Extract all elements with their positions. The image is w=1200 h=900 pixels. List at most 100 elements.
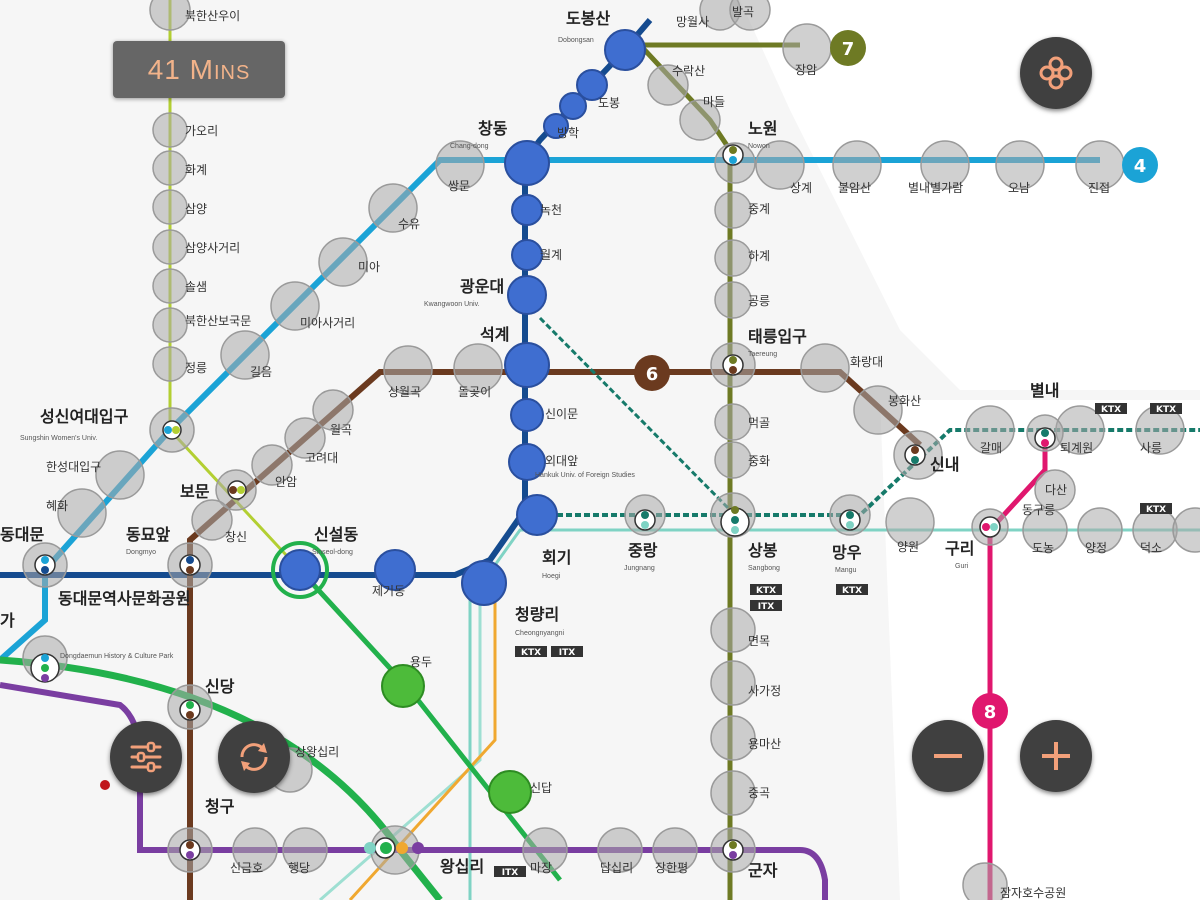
svg-text:신당: 신당 [205, 677, 235, 696]
svg-text:용마산: 용마산 [748, 737, 781, 751]
svg-text:KTX: KTX [521, 648, 541, 658]
svg-text:Hankuk Univ. of Foreign Studie: Hankuk Univ. of Foreign Studies [535, 472, 635, 479]
svg-text:답십리: 답십리 [600, 861, 633, 875]
svg-text:Jungnang: Jungnang [624, 565, 655, 572]
line-badge-8[interactable]: 8 [972, 693, 1008, 729]
svg-text:도봉: 도봉 [598, 96, 620, 110]
svg-text:혜화: 혜화 [46, 499, 68, 513]
svg-text:가: 가 [0, 611, 15, 630]
menu-button[interactable] [1020, 37, 1092, 109]
svg-text:미아사거리: 미아사거리 [300, 316, 355, 330]
line-5-path [0, 682, 828, 900]
green-highlight [381, 664, 532, 814]
location-dot [100, 780, 110, 790]
svg-text:하계: 하계 [748, 249, 770, 263]
svg-text:오남: 오남 [1008, 181, 1030, 195]
service-badges: KTX ITX KTX ITX KTX KTX KTX KTX ITX [494, 403, 1182, 878]
line-badge-7[interactable]: 7 [830, 30, 866, 66]
svg-text:면목: 면목 [748, 634, 770, 648]
svg-text:청구: 청구 [205, 797, 235, 816]
svg-text:월곡: 월곡 [330, 423, 352, 437]
svg-text:중계: 중계 [748, 202, 770, 216]
svg-text:신이문: 신이문 [545, 407, 578, 421]
svg-text:ITX: ITX [758, 602, 774, 612]
svg-text:Sungshin Women's Univ.: Sungshin Women's Univ. [20, 435, 97, 442]
svg-text:성신여대입구: 성신여대입구 [40, 407, 129, 426]
svg-text:마들: 마들 [703, 95, 725, 109]
svg-text:가오리: 가오리 [185, 124, 218, 138]
svg-text:잠자호수공원: 잠자호수공원 [1000, 886, 1066, 900]
plus-icon [1042, 742, 1070, 770]
svg-text:안암: 안암 [275, 475, 297, 489]
svg-text:창신: 창신 [225, 530, 247, 544]
svg-text:7: 7 [842, 39, 855, 60]
sinseol-ring [271, 541, 329, 599]
svg-text:진접: 진접 [1088, 181, 1110, 195]
svg-text:발곡: 발곡 [732, 5, 754, 19]
svg-text:Cheongnyangni: Cheongnyangni [515, 630, 564, 637]
svg-text:도농: 도농 [1032, 541, 1054, 555]
svg-text:별내: 별내 [1030, 381, 1059, 400]
svg-text:길음: 길음 [250, 365, 272, 379]
svg-text:먹골: 먹골 [748, 416, 770, 430]
line-badge-6[interactable]: 6 [634, 355, 670, 391]
svg-text:장한평: 장한평 [655, 861, 688, 875]
svg-text:KTX: KTX [1146, 505, 1166, 515]
svg-text:화랑대: 화랑대 [850, 355, 883, 369]
svg-text:신답: 신답 [530, 781, 552, 795]
svg-text:KTX: KTX [842, 586, 862, 596]
svg-text:장암: 장암 [795, 63, 817, 77]
refresh-icon [240, 743, 268, 771]
svg-text:도봉산: 도봉산 [566, 9, 610, 28]
svg-text:ITX: ITX [559, 648, 575, 658]
zoom-out-button[interactable] [912, 720, 984, 792]
svg-text:구리: 구리 [945, 539, 974, 558]
svg-text:KTX: KTX [1156, 405, 1176, 415]
svg-text:녹천: 녹천 [540, 202, 562, 217]
svg-text:Sangbong: Sangbong [748, 565, 780, 572]
svg-text:용두: 용두 [410, 655, 432, 669]
gyeongui-line-path [538, 316, 737, 517]
svg-text:덕소: 덕소 [1140, 541, 1162, 555]
svg-text:마장: 마장 [530, 861, 552, 875]
svg-text:동대문역사문화공원: 동대문역사문화공원 [58, 589, 190, 608]
svg-text:상봉: 상봉 [748, 541, 778, 560]
svg-text:신설동: 신설동 [314, 525, 358, 544]
line-4-path [0, 157, 1100, 663]
travel-time-display: 41 Mins [113, 41, 285, 98]
svg-text:불암산: 불암산 [838, 181, 871, 195]
svg-text:상왕십리: 상왕십리 [295, 745, 339, 759]
svg-text:상계: 상계 [790, 181, 812, 195]
svg-text:8: 8 [984, 702, 997, 723]
station-labels: 도봉산 Dobongsan 망월사 발곡 장암 수락산 마들 도봉 방학 노원 … [0, 5, 1162, 900]
svg-text:ITX: ITX [502, 868, 518, 878]
svg-text:Taereung: Taereung [748, 351, 777, 358]
svg-text:청량리: 청량리 [515, 605, 559, 624]
svg-text:수락산: 수락산 [672, 64, 705, 78]
refresh-button[interactable] [218, 721, 290, 793]
svg-text:양정: 양정 [1085, 541, 1107, 555]
line-badge-4[interactable]: 4 [1122, 147, 1158, 183]
svg-text:망월사: 망월사 [676, 15, 709, 29]
svg-text:사릉: 사릉 [1140, 441, 1162, 455]
svg-text:Dongdaemun History & Culture P: Dongdaemun History & Culture Park [60, 653, 174, 660]
zoom-in-button[interactable] [1020, 720, 1092, 792]
svg-text:정릉: 정릉 [185, 361, 207, 375]
svg-text:KTX: KTX [756, 586, 776, 596]
svg-text:제기동: 제기동 [372, 584, 405, 598]
svg-text:미아: 미아 [358, 260, 380, 274]
svg-text:다산: 다산 [1045, 483, 1067, 497]
svg-text:4: 4 [1134, 156, 1147, 177]
svg-text:Mangu: Mangu [835, 567, 857, 574]
svg-text:왕십리: 왕십리 [440, 857, 484, 876]
svg-text:중화: 중화 [748, 454, 770, 468]
svg-text:삼양사거리: 삼양사거리 [185, 241, 240, 255]
svg-text:회기: 회기 [542, 548, 571, 567]
svg-text:화계: 화계 [185, 163, 207, 177]
settings-button[interactable] [110, 721, 182, 793]
svg-text:공릉: 공릉 [748, 294, 770, 308]
route-highlight [279, 29, 646, 606]
svg-text:퇴계원: 퇴계원 [1060, 441, 1093, 455]
svg-text:동구릉: 동구릉 [1022, 503, 1055, 517]
svg-text:북한산보국문: 북한산보국문 [185, 314, 251, 328]
